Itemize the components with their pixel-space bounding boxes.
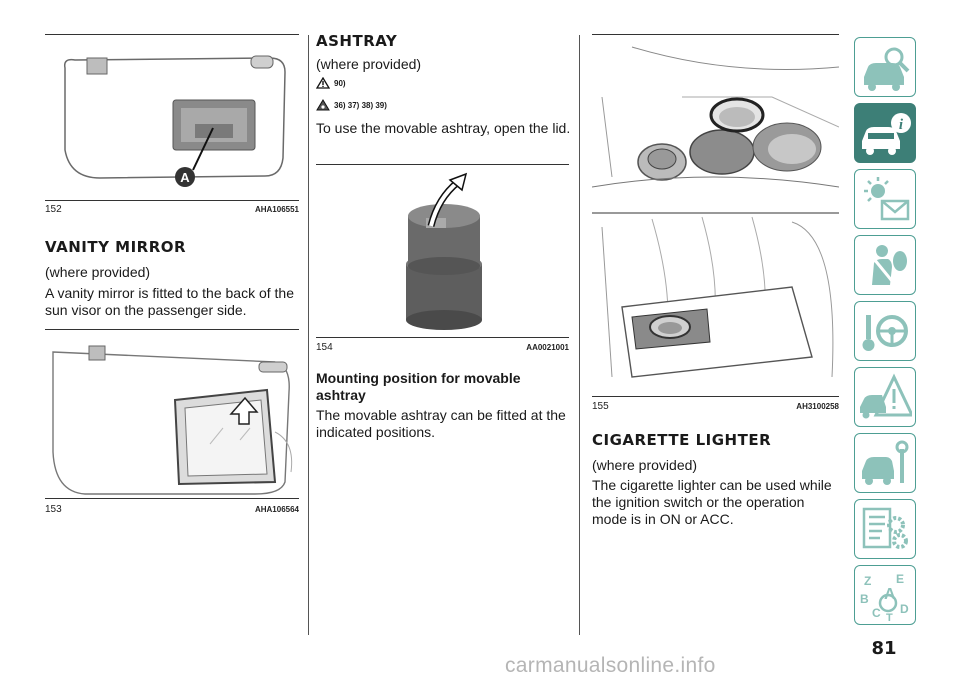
ashtray-instruction: To use the movable ashtray, open the lid… [316, 120, 571, 136]
site-watermark: carmanualsonline.info [505, 654, 716, 677]
figure-153-code: AHA106564 [254, 505, 299, 514]
figure-154-top-rule [316, 164, 569, 165]
ashtray-where-provided: (where provided) [316, 56, 422, 72]
figure-155-console-ashtray [592, 37, 839, 394]
key-steering-wheel-icon [862, 315, 908, 351]
figure-153-number: 153 [45, 504, 62, 515]
car-warning-triangle-icon [860, 373, 912, 419]
vanity-mirror-heading: VANITY MIRROR [45, 238, 187, 256]
tab-warning-lights[interactable] [854, 169, 916, 229]
mounting-position-heading: Mounting position for movable ashtray [316, 370, 521, 403]
warning-ref-2: 36) 37) 38) 39) [334, 100, 387, 110]
tab-getting-to-know-car[interactable] [854, 37, 916, 97]
figure-154-ashtray [316, 168, 569, 334]
mounting-position-text: The movable ashtray can be fitted at the… [316, 407, 566, 440]
vanity-description: A vanity mirror is fitted to the back of… [45, 285, 294, 318]
ashtray-warning-2: 36) 37) 38) 39) [316, 99, 387, 111]
page-number: 81 [871, 638, 897, 659]
car-wrench-icon [862, 440, 909, 485]
warning-light-envelope-icon [864, 177, 910, 221]
figure-155-number: 155 [592, 401, 609, 412]
svg-text:C: C [872, 606, 881, 620]
tab-starting-driving[interactable] [854, 301, 916, 361]
warning-ref-1: 90) [334, 78, 346, 88]
figure-152-code: AHA106551 [254, 205, 299, 214]
svg-text:i: i [899, 117, 904, 133]
lighter-where-provided: (where provided) [592, 457, 698, 473]
svg-text:E: E [896, 572, 904, 586]
column-divider-1 [308, 35, 309, 635]
svg-text:D: D [900, 602, 909, 616]
tab-dashboard-info[interactable]: i [854, 103, 916, 163]
figure-152-top-rule [45, 34, 299, 35]
svg-text:B: B [860, 592, 869, 606]
car-search-icon [864, 47, 910, 91]
car-info-icon: i [862, 113, 911, 155]
figure-155-code: AH3100258 [796, 402, 839, 411]
figure-152-number: 152 [45, 204, 62, 215]
tab-technical-data[interactable] [854, 499, 916, 559]
warning-triangle-icon [316, 77, 330, 89]
tab-safety[interactable] [854, 235, 916, 295]
svg-text:Z: Z [864, 574, 871, 588]
ashtray-warning-1: 90) [316, 77, 346, 89]
cigarette-lighter-heading: CIGARETTE LIGHTER [592, 431, 772, 449]
list-gears-icon [862, 507, 908, 549]
figure-155-top-rule [592, 34, 839, 35]
svg-text:T: T [886, 612, 893, 621]
figure-154-code: AA0021001 [526, 343, 569, 352]
vanity-where-provided: (where provided) [45, 264, 151, 280]
figure-152-sun-visor: A [45, 38, 299, 198]
figure-155-bottom-rule [592, 396, 839, 397]
figure-152-bottom-rule [45, 200, 299, 201]
tab-emergency[interactable] [854, 367, 916, 427]
tab-maintenance[interactable] [854, 433, 916, 493]
callout-a: A [180, 170, 190, 185]
ashtray-heading: ASHTRAY [316, 32, 398, 50]
figure-153-top-rule [45, 329, 299, 330]
figure-153-sun-visor-mirror [45, 332, 299, 496]
lighter-description: The cigarette lighter can be used while … [592, 477, 832, 527]
seatbelt-airbag-icon [872, 245, 907, 285]
caution-hand-icon [316, 99, 330, 111]
figure-154-bottom-rule [316, 337, 569, 338]
figure-154-number: 154 [316, 342, 333, 353]
figure-153-bottom-rule [45, 498, 299, 499]
column-divider-2 [579, 35, 580, 635]
